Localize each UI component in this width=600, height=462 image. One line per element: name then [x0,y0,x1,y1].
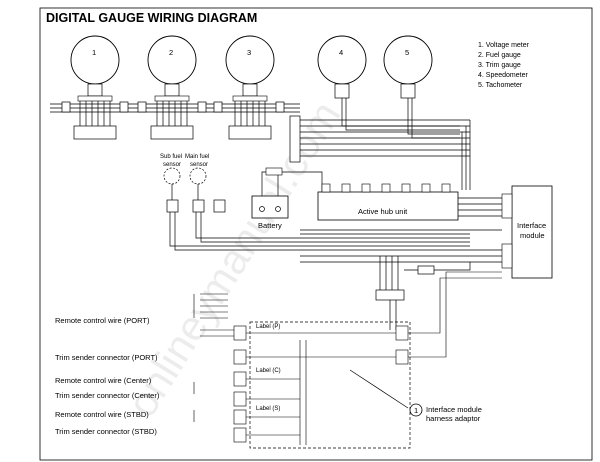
gauge-number: 1 [92,48,96,57]
sensor-label: Main fuel [185,154,209,160]
callout-number: 1 [414,406,418,415]
sub-fuel-sensor: Sub fuel sensor [160,154,182,213]
left-labels: Remote control wire (PORT) Trim sender c… [55,316,160,436]
callout-text: harness adaptor [426,414,481,423]
legend-item: 4. Speedometer [478,72,528,79]
gauge-number: 5 [405,48,409,57]
callout-adaptor: 1 Interface module harness adaptor [349,369,482,423]
sensor-label: sensor [190,162,208,168]
battery: Battery [251,167,323,230]
small-label-c: Label (C) [256,368,281,374]
gauge-4: 4 [317,35,367,99]
gauge-harness-wires [50,98,471,190]
battery-label: Battery [258,221,282,230]
legend-item: 5. Tachometer [478,82,523,89]
gauge-1: 1 [70,35,120,140]
adaptor-harness-box [249,321,411,449]
gauge-legend: 1. Voltage meter 2. Fuel gauge 3. Trim g… [478,42,530,89]
sensor-label: Sub fuel [160,154,182,160]
interface-module: Interface module [501,185,553,279]
watermark: onlineymanual.com [118,93,350,425]
gauge-5: 5 [383,35,433,99]
left-label: Trim sender connector (Center) [55,391,160,400]
left-label: Remote control wire (Center) [55,376,152,385]
legend-item: 1. Voltage meter [478,42,530,49]
sensor-wires [169,184,300,251]
interface-label: Interface [517,221,546,230]
active-hub-unit: Active hub unit [317,183,459,221]
gauge-number: 2 [169,48,173,57]
remote-control-connectors [193,271,502,445]
hub-label: Active hub unit [358,207,408,216]
small-label-p: Label (P) [256,324,280,330]
callout-text: Interface module [426,405,482,414]
legend-item: 2. Fuel gauge [478,52,521,59]
diagram-title: DIGITAL GAUGE WIRING DIAGRAM [46,11,257,25]
left-label: Remote control wire (PORT) [55,316,150,325]
diagram-border [39,7,593,461]
sensor-label: sensor [163,162,181,168]
left-label: Remote control wire (STBD) [55,410,149,419]
legend-item: 3. Trim gauge [478,62,521,69]
left-label: Trim sender connector (PORT) [55,353,158,362]
gauge-number: 3 [247,48,251,57]
main-fuel-sensor: Main fuel sensor [185,154,209,213]
interface-label: module [520,231,545,240]
gauge-2: 2 [147,35,197,140]
gauge-number: 4 [339,48,343,57]
small-label-s: Label (S) [256,406,280,412]
gauge-3: 3 [225,35,275,140]
left-label: Trim sender connector (STBD) [55,427,157,436]
bus-wires [300,197,502,330]
